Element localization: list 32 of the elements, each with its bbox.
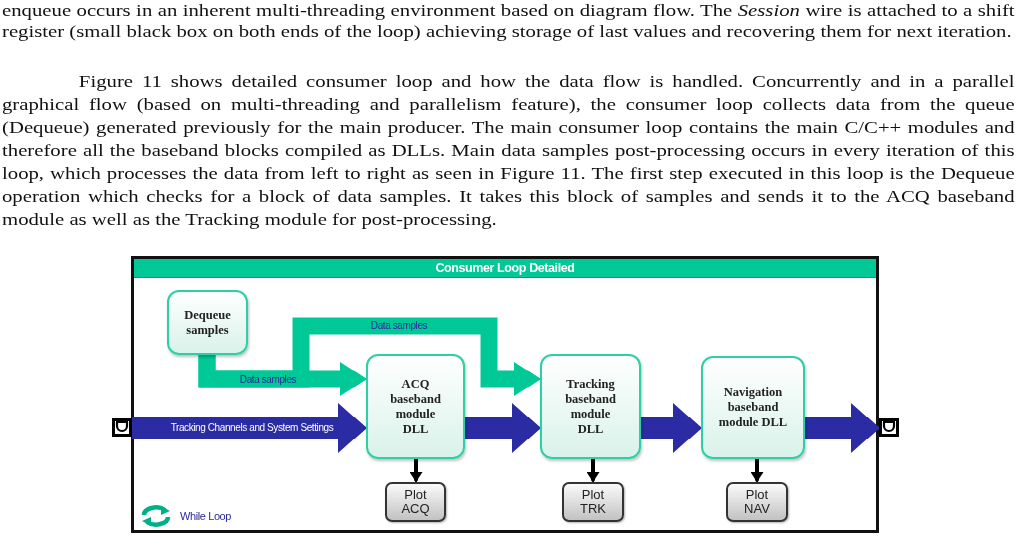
- flow-arrow: [465, 403, 540, 453]
- module-box: [167, 290, 248, 355]
- module-box: [540, 354, 641, 459]
- flow-arrow: [805, 403, 879, 453]
- shift-register-icon: [112, 418, 132, 437]
- frame-title: Consumer Loop Detailed: [134, 259, 876, 278]
- edge-label: Tracking Channels and System Settings: [168, 422, 336, 434]
- plot-box: [385, 482, 446, 522]
- shift-register-icon: [879, 418, 899, 437]
- flow-arrow: [132, 403, 366, 453]
- flow-arrow: [198, 317, 540, 396]
- body-paragraph: Figure 11 shows detailed consumer loop and how the data flow is handled. Concurrently and in a parallel graphical flow (based on multi-threading and parallelism feature), the consumer loop collects data from the queue (Dequeue) generated previously for the main producer. The main consumer loop contains the main C/C++ modules and therefore all the baseband blocks compiled as DLLs. Main data samples post-processing occurs in every iteration of this loop, which processes the data from left to right as seen in Figure 11. The first step executed in this loop is the Dequeue operation which checks for a block of data samples. It takes this block of samples and sends it to the ACQ baseband module as well as the Tracking module for post-processing.: [2, 71, 1015, 231]
- arrow: [586, 459, 600, 482]
- flow-arrow: [641, 403, 701, 453]
- body-paragraph: enqueue occurs in an inherent multi-threading environment based on diagram flow. The Session wire is attached to a shift register (small black box on both ends of the loop) achieving storage of last values and recovering them for next iteration.: [2, 1, 1015, 42]
- box-label: Navigation baseband module DLL: [717, 385, 789, 430]
- module-box: [701, 356, 805, 459]
- loop-label: While Loop: [180, 510, 232, 522]
- box-label: ACQ baseband module DLL: [389, 376, 442, 437]
- box-label: Plot TRK: [579, 488, 607, 516]
- edge-label: Data samples: [368, 320, 430, 332]
- box-label: Plot NAV: [743, 488, 771, 516]
- loop-frame: [131, 256, 879, 533]
- edge-label: Data samples: [237, 374, 299, 386]
- box-label: Tracking baseband module DLL: [564, 376, 617, 437]
- arrow: [750, 459, 764, 482]
- plot-box: [562, 482, 624, 522]
- box-label: Dequeue samples: [183, 307, 232, 338]
- plot-box: [726, 482, 788, 522]
- arrow: [409, 459, 423, 482]
- module-box: [366, 354, 465, 459]
- box-label: Plot ACQ: [400, 488, 431, 516]
